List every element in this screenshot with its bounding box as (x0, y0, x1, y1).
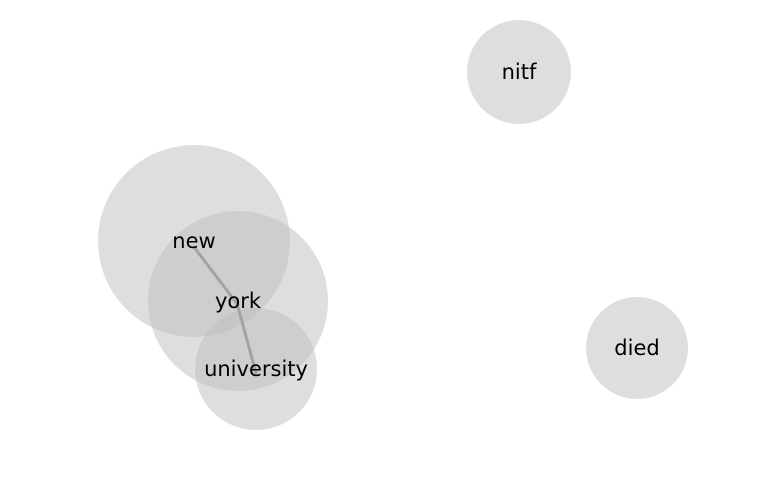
node-label-york: york (215, 289, 262, 313)
node-label-university: university (204, 357, 308, 381)
node-labels: new york university nitf died (172, 60, 659, 381)
node-label-died: died (614, 336, 659, 360)
edge-new-york (192, 245, 240, 307)
node-label-nitf: nitf (502, 60, 537, 84)
node-circle-died (586, 297, 688, 399)
node-label-new: new (172, 229, 215, 253)
graph-edges (192, 245, 258, 375)
edge-york-university (236, 305, 258, 375)
node-circles (98, 20, 688, 430)
node-circle-nitf (467, 20, 571, 124)
